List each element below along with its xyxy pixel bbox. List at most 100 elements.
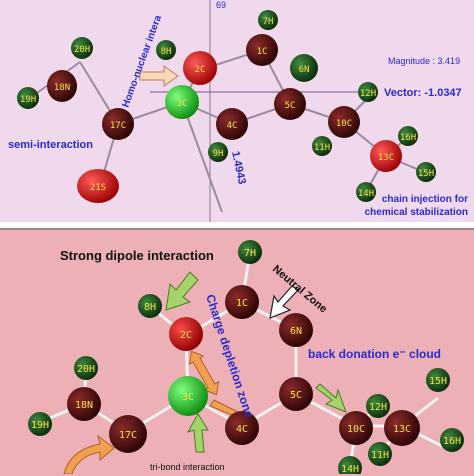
atom-4C: 4C bbox=[216, 108, 248, 140]
green-arrow-tri-bond-icon bbox=[186, 413, 209, 453]
atom-17C: 17C bbox=[109, 415, 147, 453]
panel-divider bbox=[0, 222, 474, 228]
bottom-molecule-diagram: 7H 1C 8H 2C 6N 20H 18N 19H 3C 5C 4C 17C … bbox=[28, 240, 464, 474]
homo-nuclear-label: Homo-nuclear intera bbox=[120, 13, 164, 109]
svg-text:9H: 9H bbox=[213, 149, 224, 159]
magnitude-label: Magnitude : 3.419 bbox=[388, 56, 460, 66]
atom-2C: 2C bbox=[169, 317, 203, 351]
svg-text:18N: 18N bbox=[75, 400, 93, 411]
chemical-stabilization-label: chemical stabilization bbox=[365, 207, 468, 218]
atom-20H: 20H bbox=[71, 37, 93, 59]
svg-text:10C: 10C bbox=[336, 119, 352, 129]
curved-arrow-icon bbox=[63, 434, 115, 474]
top-panel: 20H 18N 19H 17C 21S 8H 2C 1C 7H 6N 3C 4C… bbox=[0, 0, 474, 222]
atom-19H: 19H bbox=[28, 412, 52, 436]
atom-15H: 15H bbox=[426, 368, 450, 392]
svg-text:16H: 16H bbox=[443, 436, 461, 447]
atom-1C: 1C bbox=[246, 34, 278, 66]
atom-4C: 4C bbox=[225, 411, 259, 445]
svg-text:2C: 2C bbox=[195, 65, 206, 75]
svg-text:12H: 12H bbox=[369, 402, 387, 413]
strong-dipole-label: Strong dipole interaction bbox=[60, 248, 214, 263]
atom-8H: 8H bbox=[156, 40, 176, 60]
svg-text:17C: 17C bbox=[119, 430, 137, 441]
svg-text:14H: 14H bbox=[358, 189, 374, 199]
atom-16H: 16H bbox=[440, 428, 464, 452]
svg-text:3C: 3C bbox=[182, 392, 194, 403]
svg-text:8H: 8H bbox=[161, 47, 172, 57]
top-number-label: 69 bbox=[216, 0, 226, 10]
atom-14H: 14H bbox=[356, 182, 376, 202]
svg-text:13C: 13C bbox=[393, 424, 411, 435]
svg-text:13C: 13C bbox=[378, 153, 394, 163]
atom-5C: 5C bbox=[279, 377, 313, 411]
bottom-panel: 7H 1C 8H 2C 6N 20H 18N 19H 3C 5C 4C 17C … bbox=[0, 228, 474, 476]
atom-21S: 21S bbox=[77, 169, 119, 203]
atom-10C: 10C bbox=[328, 106, 360, 138]
atom-9H: 9H bbox=[208, 142, 228, 162]
tri-bond-label: tri-bond interaction bbox=[150, 462, 225, 472]
svg-text:2C: 2C bbox=[180, 330, 192, 341]
svg-text:15H: 15H bbox=[418, 169, 434, 179]
svg-text:20H: 20H bbox=[74, 45, 90, 55]
double-arrow-icon bbox=[188, 350, 220, 396]
atom-11H: 11H bbox=[312, 136, 332, 156]
chain-injection-label: chain injection for bbox=[382, 194, 468, 205]
atom-7H: 7H bbox=[238, 240, 262, 264]
atom-16H: 16H bbox=[398, 126, 418, 146]
hollow-arrow-icon bbox=[269, 285, 299, 319]
atom-19H: 19H bbox=[17, 87, 39, 109]
atom-7H: 7H bbox=[258, 10, 278, 30]
svg-text:7H: 7H bbox=[263, 17, 274, 27]
atom-20H: 20H bbox=[74, 356, 98, 380]
atom-10C: 10C bbox=[339, 411, 373, 445]
svg-text:21S: 21S bbox=[90, 183, 106, 193]
svg-text:1C: 1C bbox=[236, 298, 248, 309]
svg-text:1C: 1C bbox=[257, 47, 268, 57]
svg-text:14H: 14H bbox=[341, 464, 359, 474]
svg-text:12H: 12H bbox=[360, 89, 376, 99]
atom-2C: 2C bbox=[183, 51, 217, 85]
vector-label: Vector: -1.0347 bbox=[384, 87, 462, 99]
atom-1C: 1C bbox=[225, 285, 259, 319]
semi-interaction-label: semi-interaction bbox=[8, 139, 93, 151]
atom-13C: 13C bbox=[384, 410, 420, 446]
svg-text:19H: 19H bbox=[31, 420, 49, 431]
svg-text:11H: 11H bbox=[314, 143, 330, 153]
atom-11H: 11H bbox=[368, 442, 392, 466]
svg-text:20H: 20H bbox=[77, 364, 95, 375]
green-arrow-back-donation-icon bbox=[315, 383, 347, 413]
atom-14H: 14H bbox=[338, 456, 362, 474]
top-molecule-diagram: 20H 18N 19H 17C 21S 8H 2C 1C 7H 6N 3C 4C… bbox=[8, 0, 468, 222]
atom-12H: 12H bbox=[358, 82, 378, 102]
atom-17C: 17C bbox=[102, 108, 134, 140]
atom-5C: 5C bbox=[274, 88, 306, 120]
atom-6N: 6N bbox=[290, 54, 318, 82]
svg-text:17C: 17C bbox=[110, 121, 126, 131]
distance-label: 1.4943 bbox=[229, 150, 248, 185]
svg-text:6N: 6N bbox=[299, 65, 310, 75]
svg-text:18N: 18N bbox=[54, 83, 70, 93]
atom-18N: 18N bbox=[67, 387, 101, 421]
atom-13C: 13C bbox=[370, 140, 402, 172]
svg-text:4C: 4C bbox=[236, 424, 248, 435]
green-arrow-strong-dipole-icon bbox=[165, 271, 199, 311]
svg-text:10C: 10C bbox=[347, 424, 365, 435]
atom-12H: 12H bbox=[366, 394, 390, 418]
svg-text:19H: 19H bbox=[20, 95, 36, 105]
back-donation-label: back donation e⁻ cloud bbox=[308, 347, 441, 361]
atom-3C: 3C bbox=[168, 376, 208, 416]
atom-6N: 6N bbox=[279, 313, 313, 347]
svg-text:4C: 4C bbox=[227, 121, 238, 131]
svg-text:16H: 16H bbox=[400, 133, 416, 143]
svg-text:5C: 5C bbox=[290, 390, 302, 401]
svg-text:6N: 6N bbox=[290, 326, 302, 337]
svg-text:8H: 8H bbox=[144, 302, 156, 313]
atom-15H: 15H bbox=[416, 162, 436, 182]
atom-8H: 8H bbox=[138, 294, 162, 318]
svg-text:15H: 15H bbox=[429, 376, 447, 387]
svg-text:5C: 5C bbox=[285, 101, 296, 111]
svg-text:11H: 11H bbox=[371, 450, 389, 461]
atom-18N: 18N bbox=[47, 70, 77, 102]
atom-3C: 3C bbox=[165, 85, 199, 119]
